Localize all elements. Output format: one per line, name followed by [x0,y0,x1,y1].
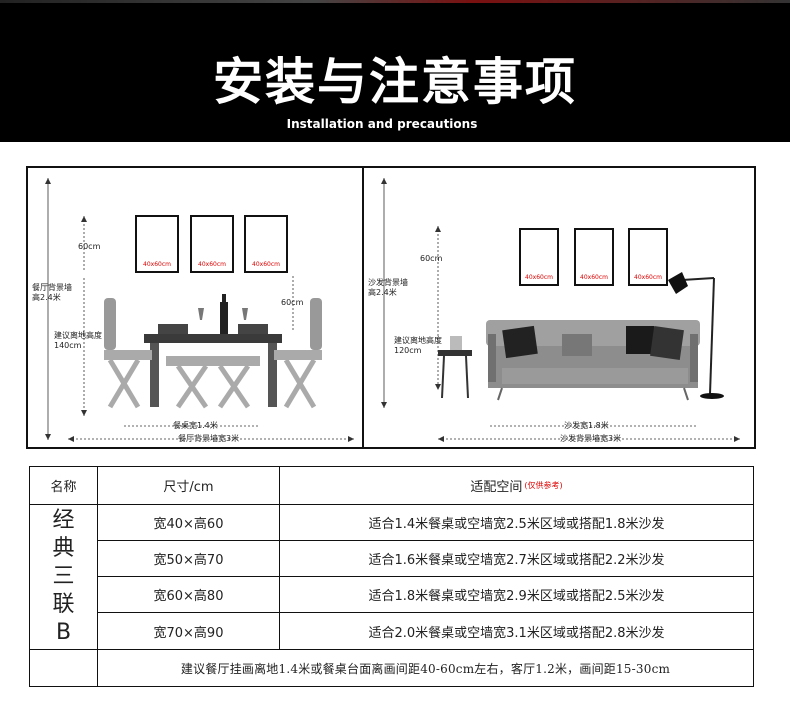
table-rows: 宽40×高60 适合1.4米餐桌或空墙宽2.5米区域或搭配1.8米沙发 宽50×… [98,505,753,649]
row-size: 宽40×高60 [98,505,280,540]
mount-height-label: 建议离地高度 140cm [54,331,102,350]
wall-height-label: 餐厅背景墙 高2.4米 [32,283,72,302]
footer-spacer [30,650,98,686]
table-row: 宽40×高60 适合1.4米餐桌或空墙宽2.5米区域或搭配1.8米沙发 [98,505,753,541]
wall-width-label: 沙发背景墙宽3米 [560,434,622,443]
table-gap-label: 60cm [281,298,304,307]
wall-art-frame-2: 40x60cm [190,215,234,273]
table-row: 宽60×高80 适合1.8米餐桌或空墙宽2.9米区域或搭配2.5米沙发 [98,577,753,613]
frame-size-label: 40x60cm [143,261,171,268]
header-name: 名称 [30,467,98,504]
dining-room-illustration [45,178,354,442]
header-banner: 安装与注意事项 Installation and precautions [0,0,790,142]
wall-art-frame-3: 40x60cm [244,215,288,273]
living-room-diagram: 40x60cm 40x60cm 40x60cm 沙发背景墙 高2.4米 建议离地… [362,166,756,449]
page-title: 安装与注意事项 [213,53,577,111]
row-space: 适合2.0米餐桌或空墙宽3.1米区域或搭配2.8米沙发 [368,625,665,641]
table-row: 宽70×高90 适合2.0米餐桌或空墙宽3.1米区域或搭配2.8米沙发 [98,613,753,649]
header-accent-line [0,0,790,3]
header-size: 尺寸/cm [98,467,280,504]
mount-height-label: 建议离地高度 120cm [394,336,442,355]
page-subtitle: Installation and precautions [286,117,478,131]
wall-art-frame-1: 40x60cm [519,228,559,286]
sofa-width-label: 沙发宽1.8米 [564,421,609,430]
frame-gap-label: 60cm [420,254,443,263]
header-space: 适配空间(仅供参考) [280,467,753,504]
row-size: 宽70×高90 [98,613,280,649]
size-table: 名称 尺寸/cm 适配空间(仅供参考) 经 典 三 联 B 宽40×高60 适合… [29,466,754,687]
table-header-row: 名称 尺寸/cm 适配空间(仅供参考) [30,467,753,505]
row-space: 适合1.8米餐桌或空墙宽2.9米区域或搭配2.5米沙发 [368,589,665,604]
wall-art-frame-2: 40x60cm [574,228,614,286]
header-space-note: (仅供参考) [524,481,563,490]
frame-size-label: 40x60cm [252,261,280,268]
dining-room-diagram: 40x60cm 40x60cm 40x60cm 餐厅背景墙 高2.4米 建议离地… [26,166,364,449]
header-space-label: 适配空间 [470,480,523,495]
frame-size-label: 40x60cm [634,274,662,281]
frame-size-label: 40x60cm [580,274,608,281]
frame-gap-label: 60cm [78,242,101,251]
living-room-illustration [381,178,740,442]
table-row: 宽50×高70 适合1.6米餐桌或空墙宽2.7米区域或搭配2.2米沙发 [98,541,753,577]
table-footer-note: 建议餐厅挂画离地1.4米或餐桌台面离画间距40-60cm左右，客厅1.2米，画间… [180,661,671,676]
row-size: 宽50×高70 [98,541,280,576]
wall-art-frame-3: 40x60cm [628,228,668,286]
table-width-label: 餐桌宽1.4米 [173,421,218,430]
frame-size-label: 40x60cm [525,274,553,281]
row-size: 宽60×高80 [98,577,280,612]
row-space: 适合1.4米餐桌或空墙宽2.5米区域或搭配1.8米沙发 [368,517,665,532]
product-name: 经 典 三 联 B [30,505,98,649]
table-body: 经 典 三 联 B 宽40×高60 适合1.4米餐桌或空墙宽2.5米区域或搭配1… [30,505,753,650]
wall-height-label: 沙发背景墙 高2.4米 [368,278,408,297]
table-footer-row: 建议餐厅挂画离地1.4米或餐桌台面离画间距40-60cm左右，客厅1.2米，画间… [30,650,753,686]
wall-width-label: 餐厅背景墙宽3米 [178,434,240,443]
wall-art-frame-1: 40x60cm [135,215,179,273]
row-space: 适合1.6米餐桌或空墙宽2.7米区域或搭配2.2米沙发 [368,553,665,568]
frame-size-label: 40x60cm [198,261,226,268]
